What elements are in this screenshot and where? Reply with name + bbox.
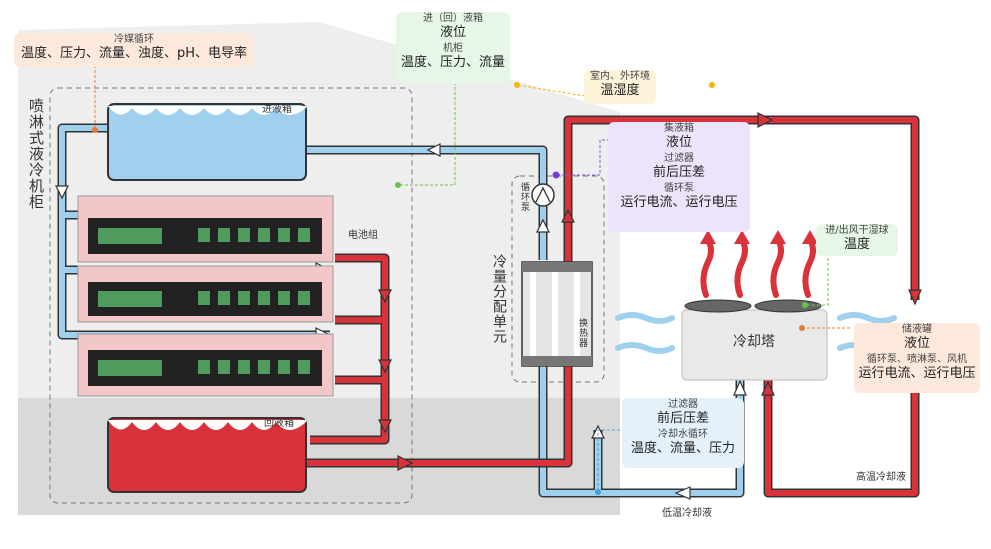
low-temp-label: 低温冷却液 — [662, 508, 712, 519]
battery-cell — [278, 360, 290, 374]
arrow-hot-down-1 — [378, 289, 392, 304]
storage-tank-box: 储液罐 液位 循环泵、喷淋泵、风机 运行电流、运行电压 — [854, 323, 980, 393]
air-in-out-title: 进/出风干湿球 — [825, 225, 889, 236]
environment-title: 室内、外环境 — [590, 71, 650, 82]
battery-cell — [198, 228, 210, 242]
return-tank-label: 回液箱 — [264, 418, 294, 429]
environment-params: 温湿度 — [600, 83, 640, 98]
pump-label: 循环泵 — [519, 182, 529, 212]
battery-cell — [198, 360, 210, 374]
cabinet-title-label: 喷淋式液冷机柜 — [27, 98, 45, 210]
storage-title: 储液罐 — [902, 324, 932, 335]
arrow-cold-up — [536, 218, 550, 233]
cabinet-title: 机柜 — [443, 42, 463, 54]
battery-cell — [278, 228, 290, 242]
cooling-water-filter: 过滤器 — [668, 399, 698, 410]
arrow-hot-down-2 — [378, 359, 392, 374]
battery-cell — [278, 291, 290, 305]
cabinet-params: 温度、压力、流量 — [400, 54, 505, 70]
coolant-loop-title: 冷媒循环 — [114, 34, 154, 45]
battery-cells — [198, 228, 310, 374]
battery-cell — [258, 291, 270, 305]
coolant-loop-box: 冷媒循环 温度、压力、流量、浊度、pH、电导率 — [14, 33, 254, 67]
battery-cell — [258, 228, 270, 242]
cooling-water-dp: 前后压差 — [656, 411, 709, 426]
return-tank — [107, 417, 307, 493]
storage-level: 液位 — [903, 336, 930, 351]
inlet-tank-label: 进液箱 — [262, 104, 292, 115]
collector-box: 集液箱 液位 过滤器 前后压差 循环泵 运行电流、运行电压 — [608, 122, 750, 232]
arrow-hot-right — [397, 455, 414, 471]
arrow-cold-down-left — [55, 185, 69, 200]
circulation-pump — [531, 183, 555, 207]
cabinet-outline — [49, 87, 413, 504]
battery-cell — [238, 360, 250, 374]
battery-cell — [298, 360, 310, 374]
hot-pipes — [305, 115, 920, 498]
collector-pump: 循环泵 — [664, 182, 694, 194]
collector-dp: 前后压差 — [652, 164, 705, 180]
cooling-water-loop: 冷却水循环 — [658, 428, 708, 440]
battery-cell — [238, 228, 250, 242]
battery-cell — [218, 360, 230, 374]
arrow-hot-up — [561, 208, 575, 223]
collector-title: 集液箱 — [664, 123, 694, 134]
heat-arrow-heads — [700, 230, 818, 244]
hx-label: 换热器 — [577, 318, 587, 348]
arrow-hot-down-3 — [378, 419, 392, 434]
air-in-out-param: 温度 — [843, 237, 870, 252]
battery-cell — [298, 228, 310, 242]
arrow-cold-left — [426, 143, 441, 157]
cooling-water-params: 温度、流量、压力 — [630, 440, 735, 456]
battery-cell — [218, 228, 230, 242]
high-temp-label: 高温冷却液 — [856, 472, 906, 483]
arrow-hot-down-right — [908, 289, 922, 306]
cooling-water-box: 过滤器 前后压差 冷却水循环 温度、流量、压力 — [622, 398, 744, 468]
sensor-dots — [92, 82, 808, 495]
cooling-tower-label: 冷却塔 — [733, 334, 775, 350]
air-in-out-box: 进/出风干湿球 温度 — [816, 224, 898, 256]
cdu-label: 冷量分配单元 — [491, 254, 507, 344]
arrow-tower-up — [733, 379, 747, 396]
arrow-hot-tower — [761, 380, 775, 396]
heat-arrows — [700, 237, 816, 298]
arrow-bottom-left — [674, 486, 691, 500]
storage-pumps: 循环泵、喷淋泵、风机 — [867, 353, 967, 365]
environment-box: 室内、外环境 温湿度 — [584, 70, 656, 104]
tank-cabinet-box: 进（回）液箱 液位 机柜 温度、压力、流量 — [396, 12, 510, 84]
collector-filter: 过滤器 — [664, 152, 694, 164]
arrow-hot-top — [757, 112, 774, 128]
heat-exchanger — [521, 261, 593, 367]
collector-level: 液位 — [665, 135, 692, 150]
inlet-tank — [107, 103, 307, 181]
coolant-loop-params: 温度、压力、流量、浊度、pH、电导率 — [20, 46, 248, 61]
battery-cell — [218, 291, 230, 305]
battery-cell — [298, 291, 310, 305]
battery-cell — [238, 291, 250, 305]
tank-title: 进（回）液箱 — [423, 13, 483, 24]
battery-cell — [258, 360, 270, 374]
tank-level: 液位 — [439, 25, 466, 40]
collector-pump-params: 运行电流、运行电压 — [620, 194, 738, 210]
storage-pump-params: 运行电流、运行电压 — [858, 365, 976, 381]
hot-arrows — [378, 112, 922, 471]
battery-label: 电池组 — [348, 230, 378, 241]
battery-cell — [198, 291, 210, 305]
